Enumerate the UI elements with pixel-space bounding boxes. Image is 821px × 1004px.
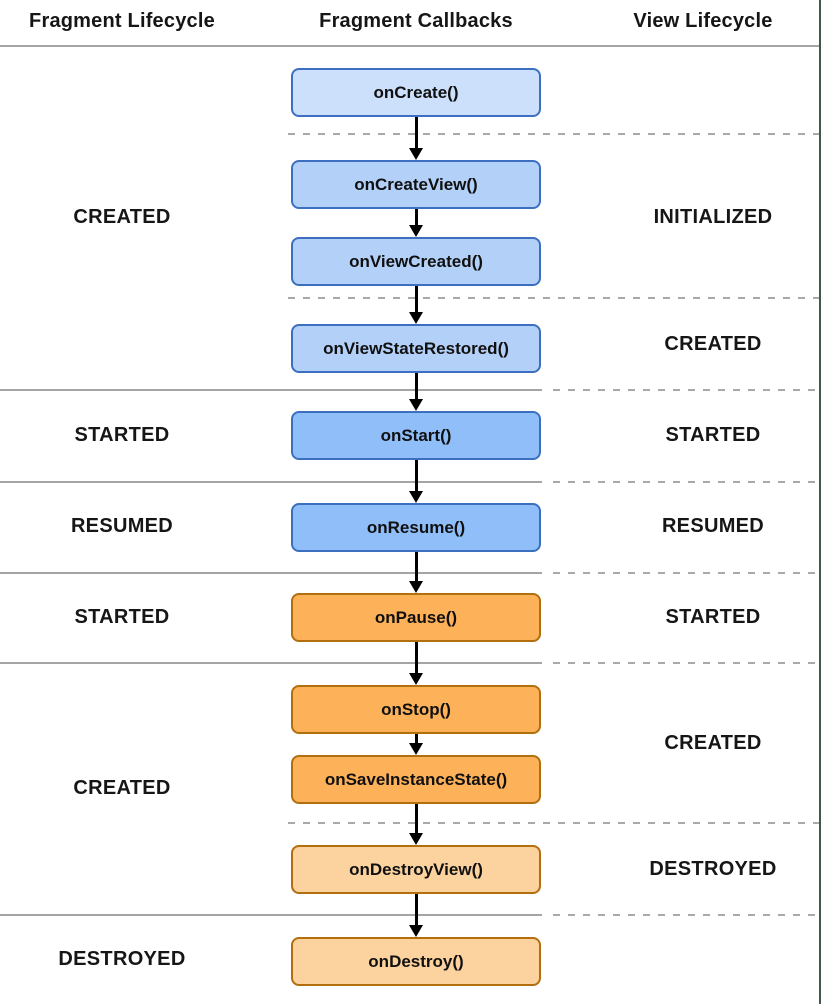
view-state-resumed: RESUMED [661,515,765,537]
state-boundary-solid-line [0,914,542,916]
callback-box-onviewcreated: onViewCreated() [291,237,541,286]
view-state-started-2: STARTED [665,606,761,628]
column-header-view-lifecycle: View Lifecycle [633,10,773,32]
callback-box-onpause: onPause() [291,593,541,642]
state-boundary-solid-line [0,389,542,391]
state-boundary-dashed-line [553,389,819,391]
flow-arrow-down-icon [409,552,423,593]
callback-box-ondestroy: onDestroy() [291,937,541,986]
flow-arrow-down-icon [409,642,423,685]
callback-box-oncreateview: onCreateView() [291,160,541,209]
flow-arrow-down-icon [409,286,423,324]
callback-box-onviewstaterestored: onViewStateRestored() [291,324,541,373]
fragment-state-created-2: CREATED [73,777,171,799]
flow-arrow-down-icon [409,209,423,237]
column-header-fragment-callbacks: Fragment Callbacks [319,10,513,32]
flow-arrow-down-icon [409,117,423,160]
view-state-created: CREATED [664,333,762,355]
state-boundary-dashed-line [553,662,819,664]
callback-box-ondestroyview: onDestroyView() [291,845,541,894]
callback-box-onsaveinstancestate: onSaveInstanceState() [291,755,541,804]
view-state-started: STARTED [665,424,761,446]
flow-arrow-down-icon [409,373,423,411]
callback-box-onresume: onResume() [291,503,541,552]
state-boundary-solid-line [0,572,542,574]
view-state-initialized: INITIALIZED [653,206,773,228]
state-boundary-solid-line [0,481,542,483]
flow-arrow-down-icon [409,734,423,755]
view-boundary-dashed-line [288,822,819,824]
view-state-destroyed: DESTROYED [649,858,777,880]
callback-box-onstart: onStart() [291,411,541,460]
column-header-fragment-lifecycle: Fragment Lifecycle [29,10,215,32]
state-boundary-dashed-line [553,481,819,483]
fragment-state-started: STARTED [74,424,170,446]
flow-arrow-down-icon [409,460,423,503]
view-boundary-dashed-line [288,133,819,135]
header-separator-line [0,45,819,47]
fragment-state-created: CREATED [73,206,171,228]
callback-box-onstop: onStop() [291,685,541,734]
callback-box-oncreate: onCreate() [291,68,541,117]
flow-arrow-down-icon [409,804,423,845]
fragment-state-started-2: STARTED [74,606,170,628]
state-boundary-dashed-line [553,914,819,916]
fragment-state-destroyed: DESTROYED [58,948,186,970]
state-boundary-solid-line [0,662,542,664]
fragment-state-resumed: RESUMED [70,515,174,537]
view-state-created-2: CREATED [664,732,762,754]
state-boundary-dashed-line [553,572,819,574]
flow-arrow-down-icon [409,894,423,937]
view-boundary-dashed-line [288,297,819,299]
